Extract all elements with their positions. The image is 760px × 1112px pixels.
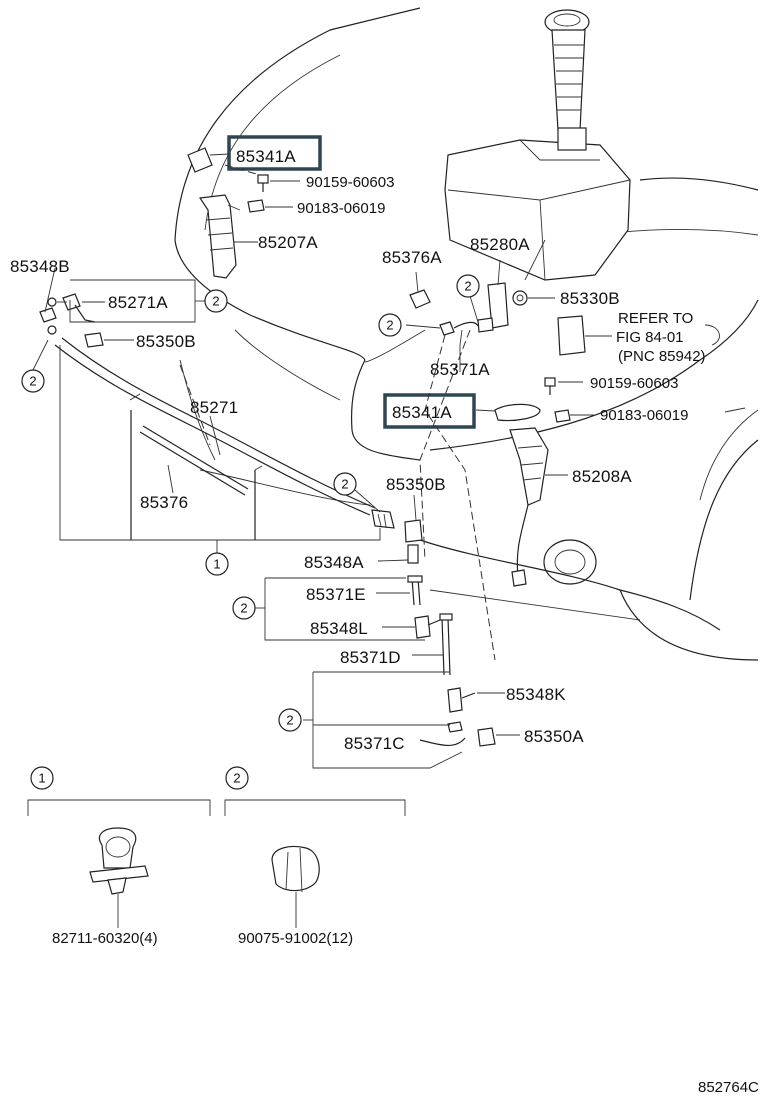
label-85271A: 85271A: [108, 293, 168, 312]
clamp-90075-drawing: [271, 845, 320, 928]
callout-2-b: 2: [21, 369, 45, 393]
svg-text:2: 2: [464, 279, 471, 294]
grommet-85330B-drawing: [512, 290, 555, 306]
clamp-82711-drawing: [89, 827, 149, 928]
clip-90183-top: [247, 199, 293, 213]
label-90075-91002: 90075-91002(12): [238, 930, 353, 947]
label-85207A: 85207A: [258, 233, 318, 252]
label-refer-pnc: (PNC 85942): [618, 348, 706, 365]
nozzle-cap-top: [187, 147, 230, 173]
label-85371C: 85371C: [344, 734, 405, 753]
label-85271: 85271: [190, 398, 238, 417]
joint-85350B-left-drawing: [84, 332, 134, 348]
washer-tank-drawing: [444, 9, 631, 281]
label-85376A: 85376A: [382, 248, 442, 267]
label-85341A-mid: 85341A: [392, 403, 452, 422]
label-90159-60603-top: 90159-60603: [306, 174, 394, 191]
nozzle-85207A-drawing: [198, 194, 258, 279]
label-85350B-left: 85350B: [136, 332, 196, 351]
label-90183-06019-mid: 90183-06019: [600, 407, 688, 424]
joint-85348L-drawing: [414, 615, 441, 639]
label-refer-to: REFER TO: [618, 310, 693, 327]
label-85341A-top: 85341A: [236, 147, 296, 166]
callout-1-legend: 1: [30, 766, 54, 790]
svg-text:2: 2: [240, 601, 247, 616]
label-85348K: 85348K: [506, 685, 566, 704]
label-85376: 85376: [140, 493, 188, 512]
svg-text:1: 1: [38, 771, 45, 786]
label-85280A: 85280A: [470, 235, 530, 254]
hose-85371C-drawing: [419, 721, 466, 746]
clip-90183-mid: [554, 407, 746, 423]
label-82711-60320: 82711-60320(4): [52, 930, 158, 947]
svg-text:2: 2: [286, 713, 293, 728]
svg-text:2: 2: [233, 771, 240, 786]
connector-block-drawing: [557, 315, 720, 356]
joint-85350B-mid-drawing: [404, 494, 423, 564]
callout-2-c: 2: [456, 274, 480, 298]
label-85348A: 85348A: [304, 553, 364, 572]
screw-90159-top: [257, 174, 300, 192]
label-85371E: 85371E: [306, 585, 366, 604]
callout-2-f: 2: [232, 596, 256, 620]
label-85350A: 85350A: [524, 727, 584, 746]
callout-2-d: 2: [378, 313, 402, 337]
callout-2-a: 2: [204, 289, 228, 313]
hose-85376-drawing: [139, 425, 249, 496]
callout-2-legend: 2: [225, 766, 249, 790]
nozzle-cap-mid: [475, 403, 541, 422]
callout-1-a: 1: [205, 552, 229, 576]
legend-bracket-1: [27, 799, 211, 816]
joint-85348K-drawing: [447, 687, 505, 713]
hose-85371A-drawing: [439, 321, 479, 372]
svg-text:2: 2: [386, 318, 393, 333]
svg-text:1: 1: [213, 557, 220, 572]
hose-85371D-drawing: [439, 613, 453, 676]
screw-90159-mid: [544, 377, 583, 395]
joint-85350A-drawing: [477, 727, 520, 747]
callout-2-g: 2: [278, 708, 302, 732]
grommet-85376A-drawing: [409, 271, 431, 309]
label-90159-60603-mid: 90159-60603: [590, 375, 678, 392]
nozzle-85208A-drawing: [509, 427, 568, 587]
hose-85371E-drawing: [407, 575, 423, 606]
callout-2-e: 2: [333, 472, 357, 496]
highlight-box-85341A-top: [227, 135, 322, 171]
vehicle-body-outline: [174, 7, 759, 661]
label-85348L: 85348L: [310, 619, 368, 638]
diagram-code: 852764C: [698, 1079, 759, 1096]
label-90183-06019-top: 90183-06019: [297, 200, 385, 217]
label-85348B: 85348B: [10, 257, 70, 276]
label-85371D: 85371D: [340, 648, 401, 667]
label-refer-fig: FIG 84-01: [616, 329, 684, 346]
svg-text:2: 2: [212, 294, 219, 309]
label-85350B-mid: 85350B: [386, 475, 446, 494]
pump-85280A-drawing: [477, 259, 509, 333]
svg-text:2: 2: [341, 477, 348, 492]
label-85208A: 85208A: [572, 467, 632, 486]
joint-85271A-drawing: [62, 293, 96, 323]
label-85330B: 85330B: [560, 289, 620, 308]
svg-text:2: 2: [29, 374, 36, 389]
label-85371A: 85371A: [430, 360, 490, 379]
legend-bracket-2: [224, 799, 406, 816]
